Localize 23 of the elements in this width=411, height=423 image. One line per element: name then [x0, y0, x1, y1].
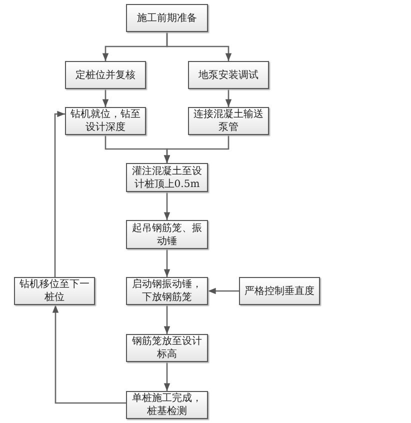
process-box: 钻机就位，钻至设计深度	[65, 107, 146, 135]
arrow	[54, 110, 65, 277]
arrow	[164, 305, 170, 334]
arrow	[52, 305, 126, 404]
arrow	[102, 89, 109, 107]
arrow	[164, 192, 170, 220]
process-box: 起吊钢筋笼、振动锤	[126, 220, 208, 249]
process-box: 连接混凝土输送泵管	[188, 107, 269, 135]
arrow	[164, 249, 170, 277]
process-box: 施工前期准备	[126, 4, 208, 32]
process-box: 地泵安装调试	[188, 61, 269, 89]
arrow	[164, 135, 230, 163]
process-box: 启动钢振动锤，下放钢筋笼	[126, 277, 208, 305]
process-box: 严格控制垂直度	[239, 277, 320, 305]
process-box: 定桩位并复核	[65, 61, 146, 89]
process-box: 单桩施工完成，桩基检测	[126, 391, 208, 419]
process-box: 钻机移位至下一桩位	[14, 277, 95, 305]
process-box: 灌注混凝土至设计桩顶上0.5m	[126, 163, 208, 192]
arrow	[225, 89, 232, 107]
process-box: 钢筋笼放至设计标高	[126, 334, 208, 362]
arrow	[208, 288, 239, 294]
arrow	[166, 32, 232, 61]
arrow	[164, 362, 170, 391]
